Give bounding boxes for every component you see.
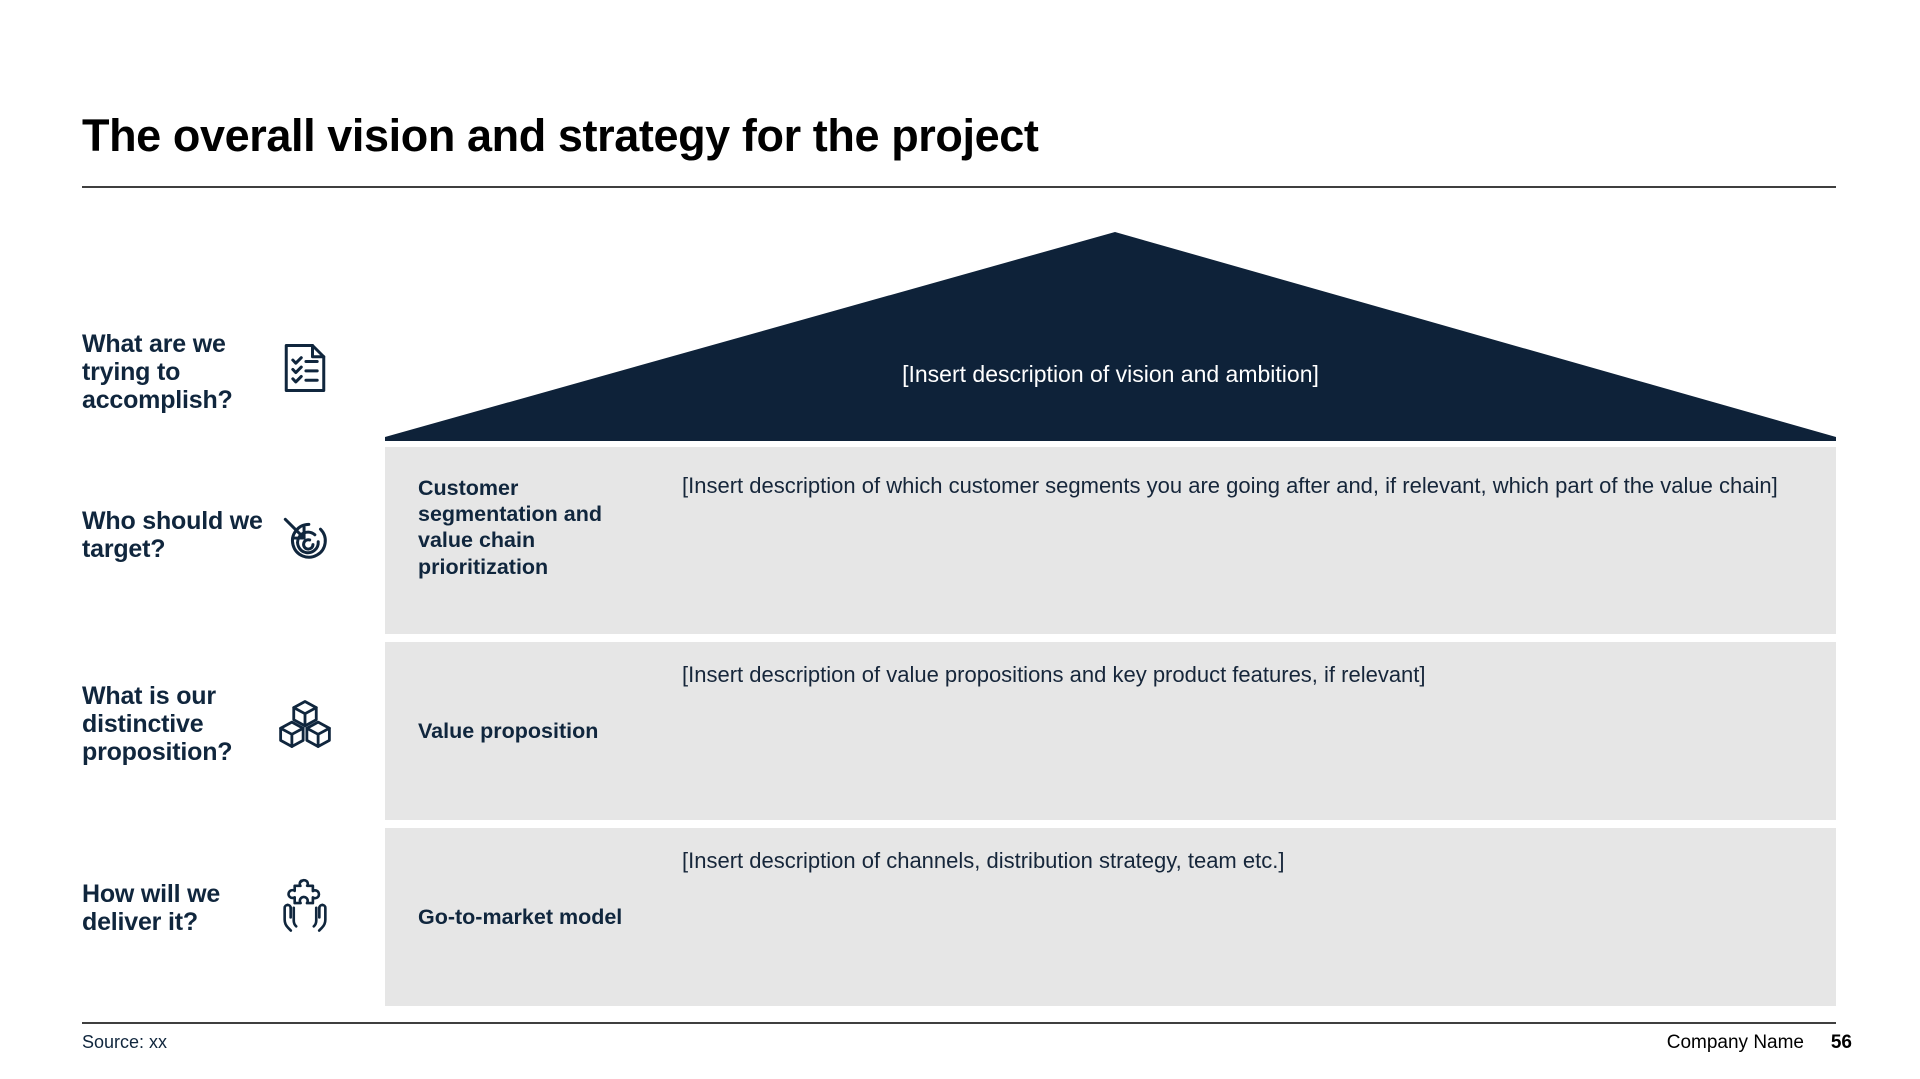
target-arrow-icon xyxy=(275,509,335,569)
footer-company-name: Company Name xyxy=(1666,1032,1804,1053)
row-label-value-proposition: Value proposition xyxy=(418,718,599,743)
question-row-target: Who should we target? xyxy=(82,507,372,569)
title-divider xyxy=(82,186,1836,188)
question-row-proposition: What is our distinctive proposition? xyxy=(82,682,372,766)
vision-triangle-shape xyxy=(385,232,1836,441)
table-row: Value proposition [Insert description of… xyxy=(385,642,1836,820)
vision-banner: [Insert description of vision and ambiti… xyxy=(385,232,1836,441)
footer-page-number: 56 xyxy=(1830,1032,1852,1053)
footer-source: Source: xx xyxy=(82,1032,168,1052)
question-label-accomplish: What are we trying to accomplish? xyxy=(82,330,233,414)
page-title: The overall vision and strategy for the … xyxy=(82,110,1039,161)
hands-puzzle-icon xyxy=(275,874,335,934)
row-description-value-proposition: [Insert description of value proposition… xyxy=(682,662,1426,687)
table-row: Go-to-market model [Insert description o… xyxy=(385,828,1836,1006)
checklist-document-icon xyxy=(275,338,335,398)
stacked-cubes-icon xyxy=(275,694,335,754)
question-label-deliver: How will we deliver it? xyxy=(82,880,221,936)
question-row-deliver: How will we deliver it? xyxy=(82,878,372,936)
row-label-go-to-market: Go-to-market model xyxy=(418,904,623,929)
question-label-target: Who should we target? xyxy=(82,507,263,563)
question-row-accomplish: What are we trying to accomplish? xyxy=(82,330,372,414)
row-description-go-to-market: [Insert description of channels, distrib… xyxy=(682,848,1285,873)
row-description-customer-segmentation: [Insert description of which customer se… xyxy=(682,473,1778,498)
question-label-proposition: What is our distinctive proposition? xyxy=(82,682,233,766)
row-label-customer-segmentation: Customer segmentation and value chain pr… xyxy=(418,476,602,579)
table-row: Customer segmentation and value chain pr… xyxy=(385,447,1836,634)
footer-divider xyxy=(82,1022,1836,1024)
